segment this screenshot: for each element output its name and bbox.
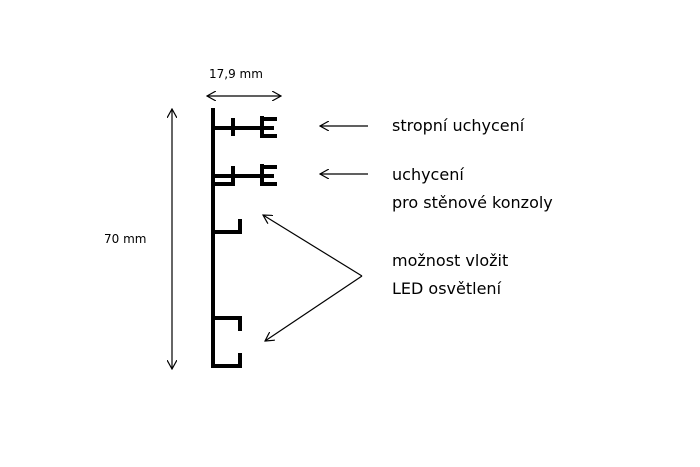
led-lower-arrow (265, 275, 363, 341)
led-label-line2: LED osvětlení (392, 279, 502, 298)
led-upper-arrow (263, 215, 363, 277)
width-label: 17,9 mm (209, 67, 263, 81)
height-label: 70 mm (104, 232, 147, 246)
profile-cross-section (211, 108, 277, 368)
led-label-line1: možnost vložit (392, 251, 509, 270)
wall-mount-label-line2: pro stěnové konzoly (392, 193, 553, 212)
ceiling-mount-label: stropní uchycení (392, 116, 525, 135)
wall-mount-label-line1: uchycení (392, 165, 464, 184)
